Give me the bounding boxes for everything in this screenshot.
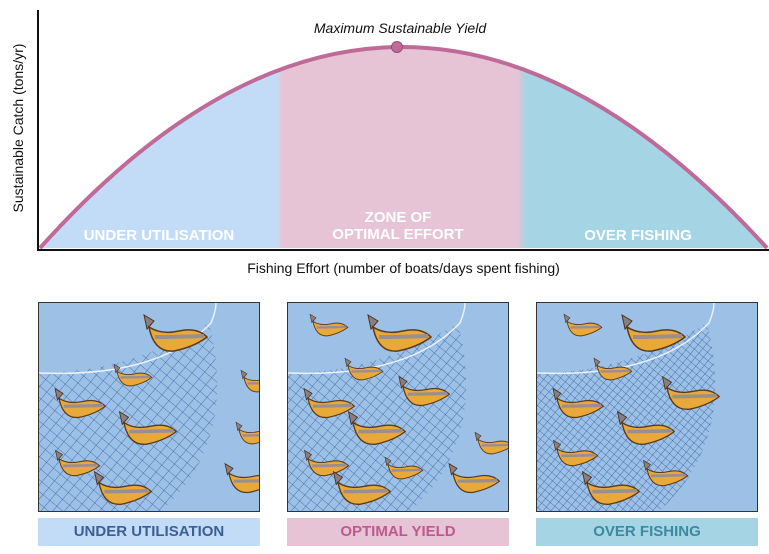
- fish-icon: [621, 313, 687, 352]
- fish-icon: [593, 357, 633, 381]
- fish-icon: [398, 375, 451, 407]
- zone-optimal-line2: OPTIMAL EFFORT: [332, 226, 464, 243]
- fish-icon: [552, 387, 605, 419]
- y-axis-label: Sustainable Catch (tons/yr): [10, 43, 26, 213]
- panel-label-optimal: OPTIMAL YIELD: [287, 518, 509, 546]
- fish-icon: [93, 470, 153, 505]
- fish-icon: [309, 313, 349, 337]
- zone-optimal-line1: ZONE OF: [364, 209, 432, 226]
- yield-curve-chart: [37, 10, 769, 251]
- zone-optimal-label: ZONE OF OPTIMAL EFFORT: [280, 209, 516, 243]
- fish-icon: [563, 313, 603, 337]
- fish-icon: [240, 369, 259, 393]
- fish-icon: [661, 375, 721, 410]
- fish-icon: [113, 363, 153, 387]
- fish-icon: [367, 313, 433, 352]
- panel-over-fishing: [536, 302, 758, 512]
- fish-icon: [616, 410, 676, 445]
- fish-icon: [118, 410, 178, 445]
- fish-icon: [344, 357, 384, 381]
- fish-icon: [303, 387, 356, 419]
- zone-under-label: UNDER UTILISATION: [83, 227, 235, 244]
- fish-icon: [474, 431, 508, 455]
- fish-icon: [552, 439, 599, 467]
- fish-icon: [448, 462, 501, 494]
- panel-under-utilisation: [38, 302, 260, 512]
- fish-icon: [303, 449, 350, 477]
- fish-icon: [642, 459, 689, 487]
- zone-over-label: OVER FISHING: [584, 227, 692, 244]
- panel-label-over: OVER FISHING: [536, 518, 758, 546]
- net-rim: [537, 303, 715, 375]
- fish-icon: [54, 449, 101, 477]
- panel-optimal-yield: [287, 302, 509, 512]
- fish-icon: [332, 470, 392, 505]
- fish-icon: [224, 462, 259, 494]
- x-axis-label: Fishing Effort (number of boats/days spe…: [247, 260, 560, 276]
- fish-icon: [384, 456, 424, 480]
- fish-icon: [581, 470, 641, 505]
- msy-point: [391, 41, 403, 53]
- panel-label-under: UNDER UTILISATION: [38, 518, 260, 546]
- fish-icon: [347, 410, 407, 445]
- net-rim: [288, 303, 466, 375]
- fish-icon: [143, 313, 209, 352]
- fish-icon: [54, 387, 107, 419]
- fish-icon: [235, 421, 259, 445]
- msy-label: Maximum Sustainable Yield: [313, 20, 487, 36]
